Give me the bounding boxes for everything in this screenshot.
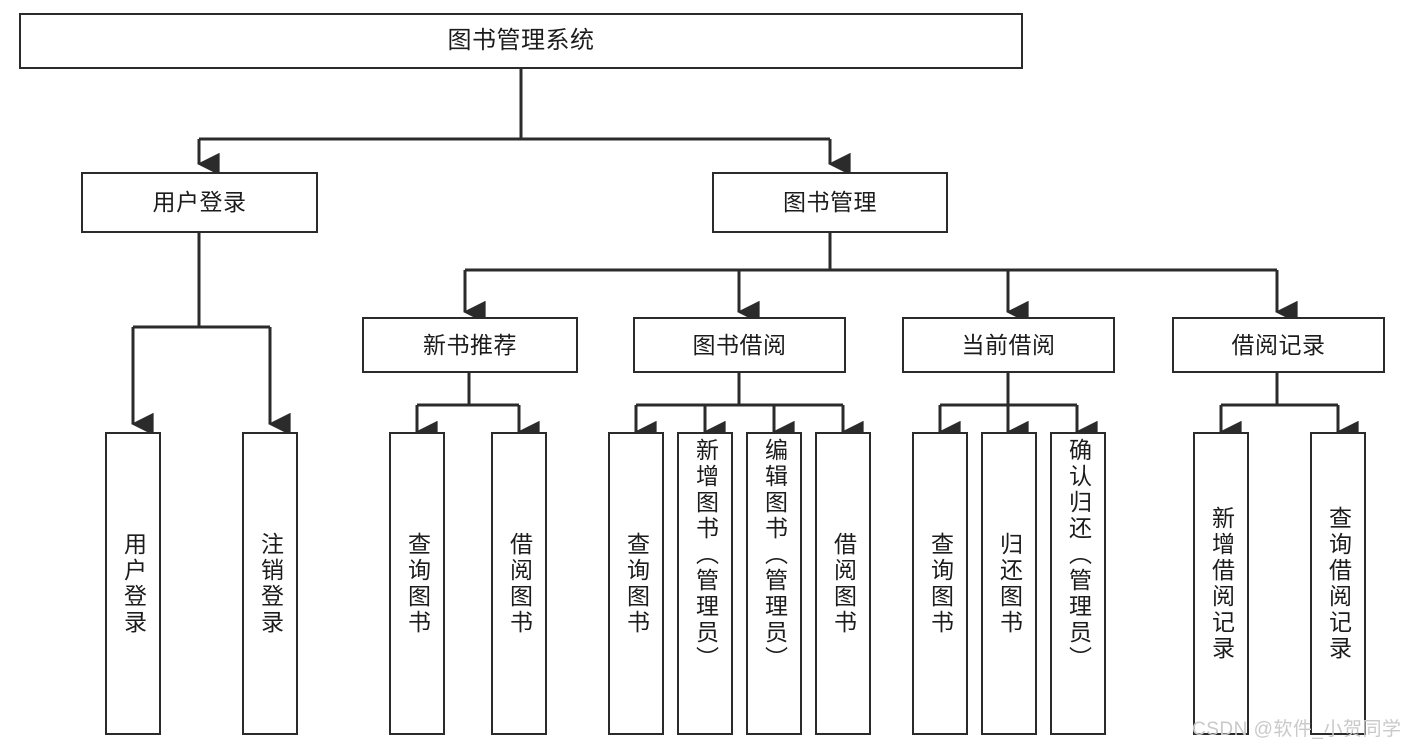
node-label: 确认归还（管理员） <box>1065 438 1092 672</box>
node-label: 注销登录 <box>257 531 284 636</box>
leaf-add-book-admin[interactable]: 新增图书（管理员） <box>677 432 733 735</box>
node-label: 借阅图书 <box>506 531 533 636</box>
node-borrowing-record[interactable]: 借阅记录 <box>1172 317 1385 373</box>
node-label: 新增图书（管理员） <box>692 438 719 672</box>
node-label: 当前借阅 <box>961 331 1056 358</box>
node-label: 借阅记录 <box>1231 331 1326 358</box>
leaf-logout[interactable]: 注销登录 <box>242 432 298 735</box>
node-label: 查询图书 <box>927 531 954 636</box>
leaf-query-borrow-record[interactable]: 查询借阅记录 <box>1310 432 1366 735</box>
node-label: 借阅图书 <box>830 531 857 636</box>
leaf-query-book-b[interactable]: 查询图书 <box>608 432 664 735</box>
leaf-return-book[interactable]: 归还图书 <box>981 432 1037 735</box>
leaf-query-book-c[interactable]: 查询图书 <box>912 432 968 735</box>
leaf-borrow-book-b[interactable]: 借阅图书 <box>815 432 871 735</box>
node-label: 图书管理系统 <box>447 27 595 55</box>
node-label: 查询图书 <box>623 531 650 636</box>
node-label: 新增借阅记录 <box>1208 505 1235 662</box>
node-user-login[interactable]: 用户登录 <box>81 172 318 233</box>
node-book-management[interactable]: 图书管理 <box>712 172 948 233</box>
node-book-borrowing[interactable]: 图书借阅 <box>633 317 846 373</box>
leaf-query-book-a[interactable]: 查询图书 <box>389 432 445 735</box>
node-current-borrowing[interactable]: 当前借阅 <box>902 317 1115 373</box>
leaf-add-borrow-record[interactable]: 新增借阅记录 <box>1193 432 1249 735</box>
node-label: 归还图书 <box>996 531 1023 636</box>
leaf-borrow-book-a[interactable]: 借阅图书 <box>491 432 547 735</box>
node-root-book-management-system[interactable]: 图书管理系统 <box>19 13 1023 69</box>
node-label: 用户登录 <box>120 531 147 636</box>
leaf-user-login[interactable]: 用户登录 <box>105 432 161 735</box>
leaf-confirm-return-admin[interactable]: 确认归还（管理员） <box>1050 432 1106 735</box>
node-label: 用户登录 <box>152 189 247 216</box>
node-label: 图书管理 <box>783 189 877 216</box>
node-label: 查询图书 <box>404 531 431 636</box>
node-new-book-recommendation[interactable]: 新书推荐 <box>362 317 578 373</box>
leaf-edit-book-admin[interactable]: 编辑图书（管理员） <box>746 432 802 735</box>
node-label: 查询借阅记录 <box>1325 505 1352 662</box>
node-label: 编辑图书（管理员） <box>761 438 788 672</box>
node-label: 图书借阅 <box>692 331 787 358</box>
csdn-watermark: CSDN @软件_小贺同学 <box>1192 719 1402 740</box>
node-label: 新书推荐 <box>423 331 517 358</box>
